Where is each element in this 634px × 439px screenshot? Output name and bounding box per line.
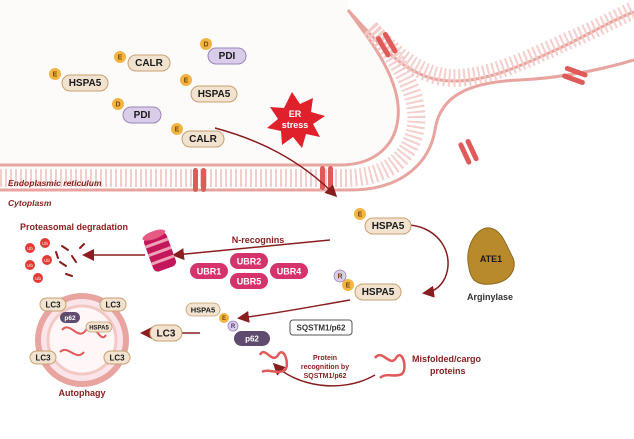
aut-lc3-bl: LC3 bbox=[29, 350, 57, 365]
svg-text:Ub: Ub bbox=[44, 258, 50, 263]
svg-text:HSPA5: HSPA5 bbox=[69, 78, 102, 89]
aut-hspa5: HSPA5 bbox=[85, 321, 113, 333]
n-recognins-label: N-recognins bbox=[232, 235, 285, 245]
cyto-hspa5: HSPA5 E bbox=[354, 208, 412, 235]
sqstm1-p62-box: SQSTM1/p62 bbox=[289, 319, 353, 336]
svg-text:UBR5: UBR5 bbox=[237, 277, 262, 287]
svg-text:UBR2: UBR2 bbox=[237, 257, 262, 267]
peptide-fragments bbox=[55, 243, 85, 277]
svg-text:Ub: Ub bbox=[35, 276, 41, 281]
svg-text:LC3: LC3 bbox=[35, 354, 51, 363]
recognition-label-2: recognition by bbox=[301, 364, 349, 371]
svg-text:SQSTM1/p62: SQSTM1/p62 bbox=[297, 324, 346, 333]
proteasomal-label: Proteasomal degradation bbox=[20, 222, 128, 232]
svg-text:p62: p62 bbox=[245, 335, 259, 344]
bound-cargo-squiggle bbox=[258, 350, 289, 374]
svg-text:UBR4: UBR4 bbox=[277, 267, 302, 277]
svg-text:Ub: Ub bbox=[27, 246, 33, 251]
svg-text:HSPA5: HSPA5 bbox=[362, 287, 395, 298]
ubr5-pill: UBR5 bbox=[230, 273, 268, 289]
aut-lc3-br: LC3 bbox=[103, 350, 131, 365]
svg-text:E: E bbox=[346, 283, 351, 290]
svg-text:E: E bbox=[222, 316, 226, 322]
hspa5-small: HSPA5 bbox=[185, 302, 221, 317]
ubiquitin-3: Ub bbox=[25, 260, 35, 270]
arginylated-hspa5: HSPA5 E R bbox=[333, 269, 402, 301]
proteasome bbox=[142, 229, 177, 272]
membrane-channel-1 bbox=[193, 168, 206, 192]
arrow-hspa5-to-arginylation bbox=[409, 224, 449, 298]
svg-text:HSPA5: HSPA5 bbox=[372, 221, 405, 232]
svg-text:HSPA5: HSPA5 bbox=[89, 326, 109, 332]
svg-text:D: D bbox=[203, 42, 208, 49]
er-stress-starburst: ER stress bbox=[267, 92, 325, 148]
small-r-badge: R bbox=[227, 320, 239, 332]
svg-text:PDI: PDI bbox=[219, 51, 236, 62]
svg-text:LC3: LC3 bbox=[45, 301, 61, 310]
recognition-label-3: SQSTM1/p62 bbox=[304, 373, 347, 380]
svg-text:Ub: Ub bbox=[27, 263, 33, 268]
svg-text:E: E bbox=[118, 55, 123, 62]
svg-text:CALR: CALR bbox=[135, 58, 164, 69]
svg-text:R: R bbox=[337, 274, 342, 281]
arrow-n-recognins bbox=[172, 239, 331, 261]
svg-text:D: D bbox=[115, 102, 120, 109]
ubiquitin-2: Ub bbox=[40, 238, 50, 248]
svg-text:LC3: LC3 bbox=[109, 354, 125, 363]
svg-text:UBR1: UBR1 bbox=[197, 267, 222, 277]
small-e-badge: E bbox=[219, 313, 229, 323]
p62-pill: p62 bbox=[234, 331, 270, 346]
arrow-hspa5-to-p62 bbox=[237, 299, 351, 323]
er-protein-hspa5-left: HSPA5 E bbox=[49, 68, 109, 92]
misfolded-label-2: proteins bbox=[430, 366, 466, 376]
misfolded-protein-squiggle bbox=[373, 353, 406, 379]
svg-text:R: R bbox=[231, 324, 236, 330]
svg-text:LC3: LC3 bbox=[105, 301, 121, 310]
ate1-enzyme: ATE1 bbox=[467, 227, 515, 285]
er-label: Endoplasmic reticulum bbox=[8, 178, 102, 188]
cytoplasm-label: Cytoplasm bbox=[8, 198, 52, 208]
membrane-channel-3 bbox=[458, 138, 479, 165]
misfolded-label-1: Misfolded/cargo bbox=[412, 354, 482, 364]
ubr1-pill: UBR1 bbox=[190, 263, 228, 279]
svg-text:E: E bbox=[53, 72, 58, 79]
membrane-channel-4 bbox=[375, 32, 398, 58]
ubiquitin-5: Ub bbox=[33, 273, 43, 283]
svg-text:HSPA5: HSPA5 bbox=[191, 306, 215, 315]
svg-text:Ub: Ub bbox=[42, 241, 48, 246]
aut-p62: p62 bbox=[60, 312, 80, 323]
er-protein-calr-top: CALR E bbox=[114, 51, 171, 72]
recognition-label-1: Protein bbox=[313, 355, 337, 362]
svg-text:CALR: CALR bbox=[189, 134, 218, 145]
arrow-er-to-cytoplasm bbox=[214, 127, 338, 198]
autophagy-label: Autophagy bbox=[59, 388, 106, 398]
svg-text:E: E bbox=[358, 212, 363, 219]
svg-text:p62: p62 bbox=[64, 315, 76, 322]
ubr2-pill: UBR2 bbox=[230, 253, 268, 269]
aut-lc3-tl: LC3 bbox=[39, 297, 67, 312]
er-protein-calr-bottom: CALR E bbox=[171, 123, 225, 148]
arginylase-label: Arginylase bbox=[467, 292, 513, 302]
svg-text:ATE1: ATE1 bbox=[480, 254, 502, 264]
ubr4-pill: UBR4 bbox=[270, 263, 308, 279]
svg-text:E: E bbox=[175, 127, 180, 134]
svg-text:ER: ER bbox=[289, 109, 302, 119]
svg-text:PDI: PDI bbox=[134, 110, 151, 121]
ubiquitin-4: Ub bbox=[42, 255, 52, 265]
svg-text:stress: stress bbox=[282, 120, 309, 130]
er-protein-pdi-top: PDI D bbox=[200, 38, 247, 65]
aut-lc3-tr: LC3 bbox=[99, 297, 127, 312]
ubiquitin-1: Ub bbox=[25, 243, 35, 253]
autophagosome bbox=[35, 293, 129, 387]
svg-text:HSPA5: HSPA5 bbox=[198, 89, 231, 100]
svg-text:E: E bbox=[184, 78, 189, 85]
er-protein-hspa5-right: HSPA5 E bbox=[180, 74, 238, 103]
er-protein-pdi-bottom: PDI D bbox=[112, 98, 162, 124]
svg-text:LC3: LC3 bbox=[157, 329, 176, 340]
lc3-pill: LC3 bbox=[149, 324, 183, 342]
er-membrane bbox=[0, 0, 634, 192]
membrane-channel-5 bbox=[562, 65, 588, 85]
